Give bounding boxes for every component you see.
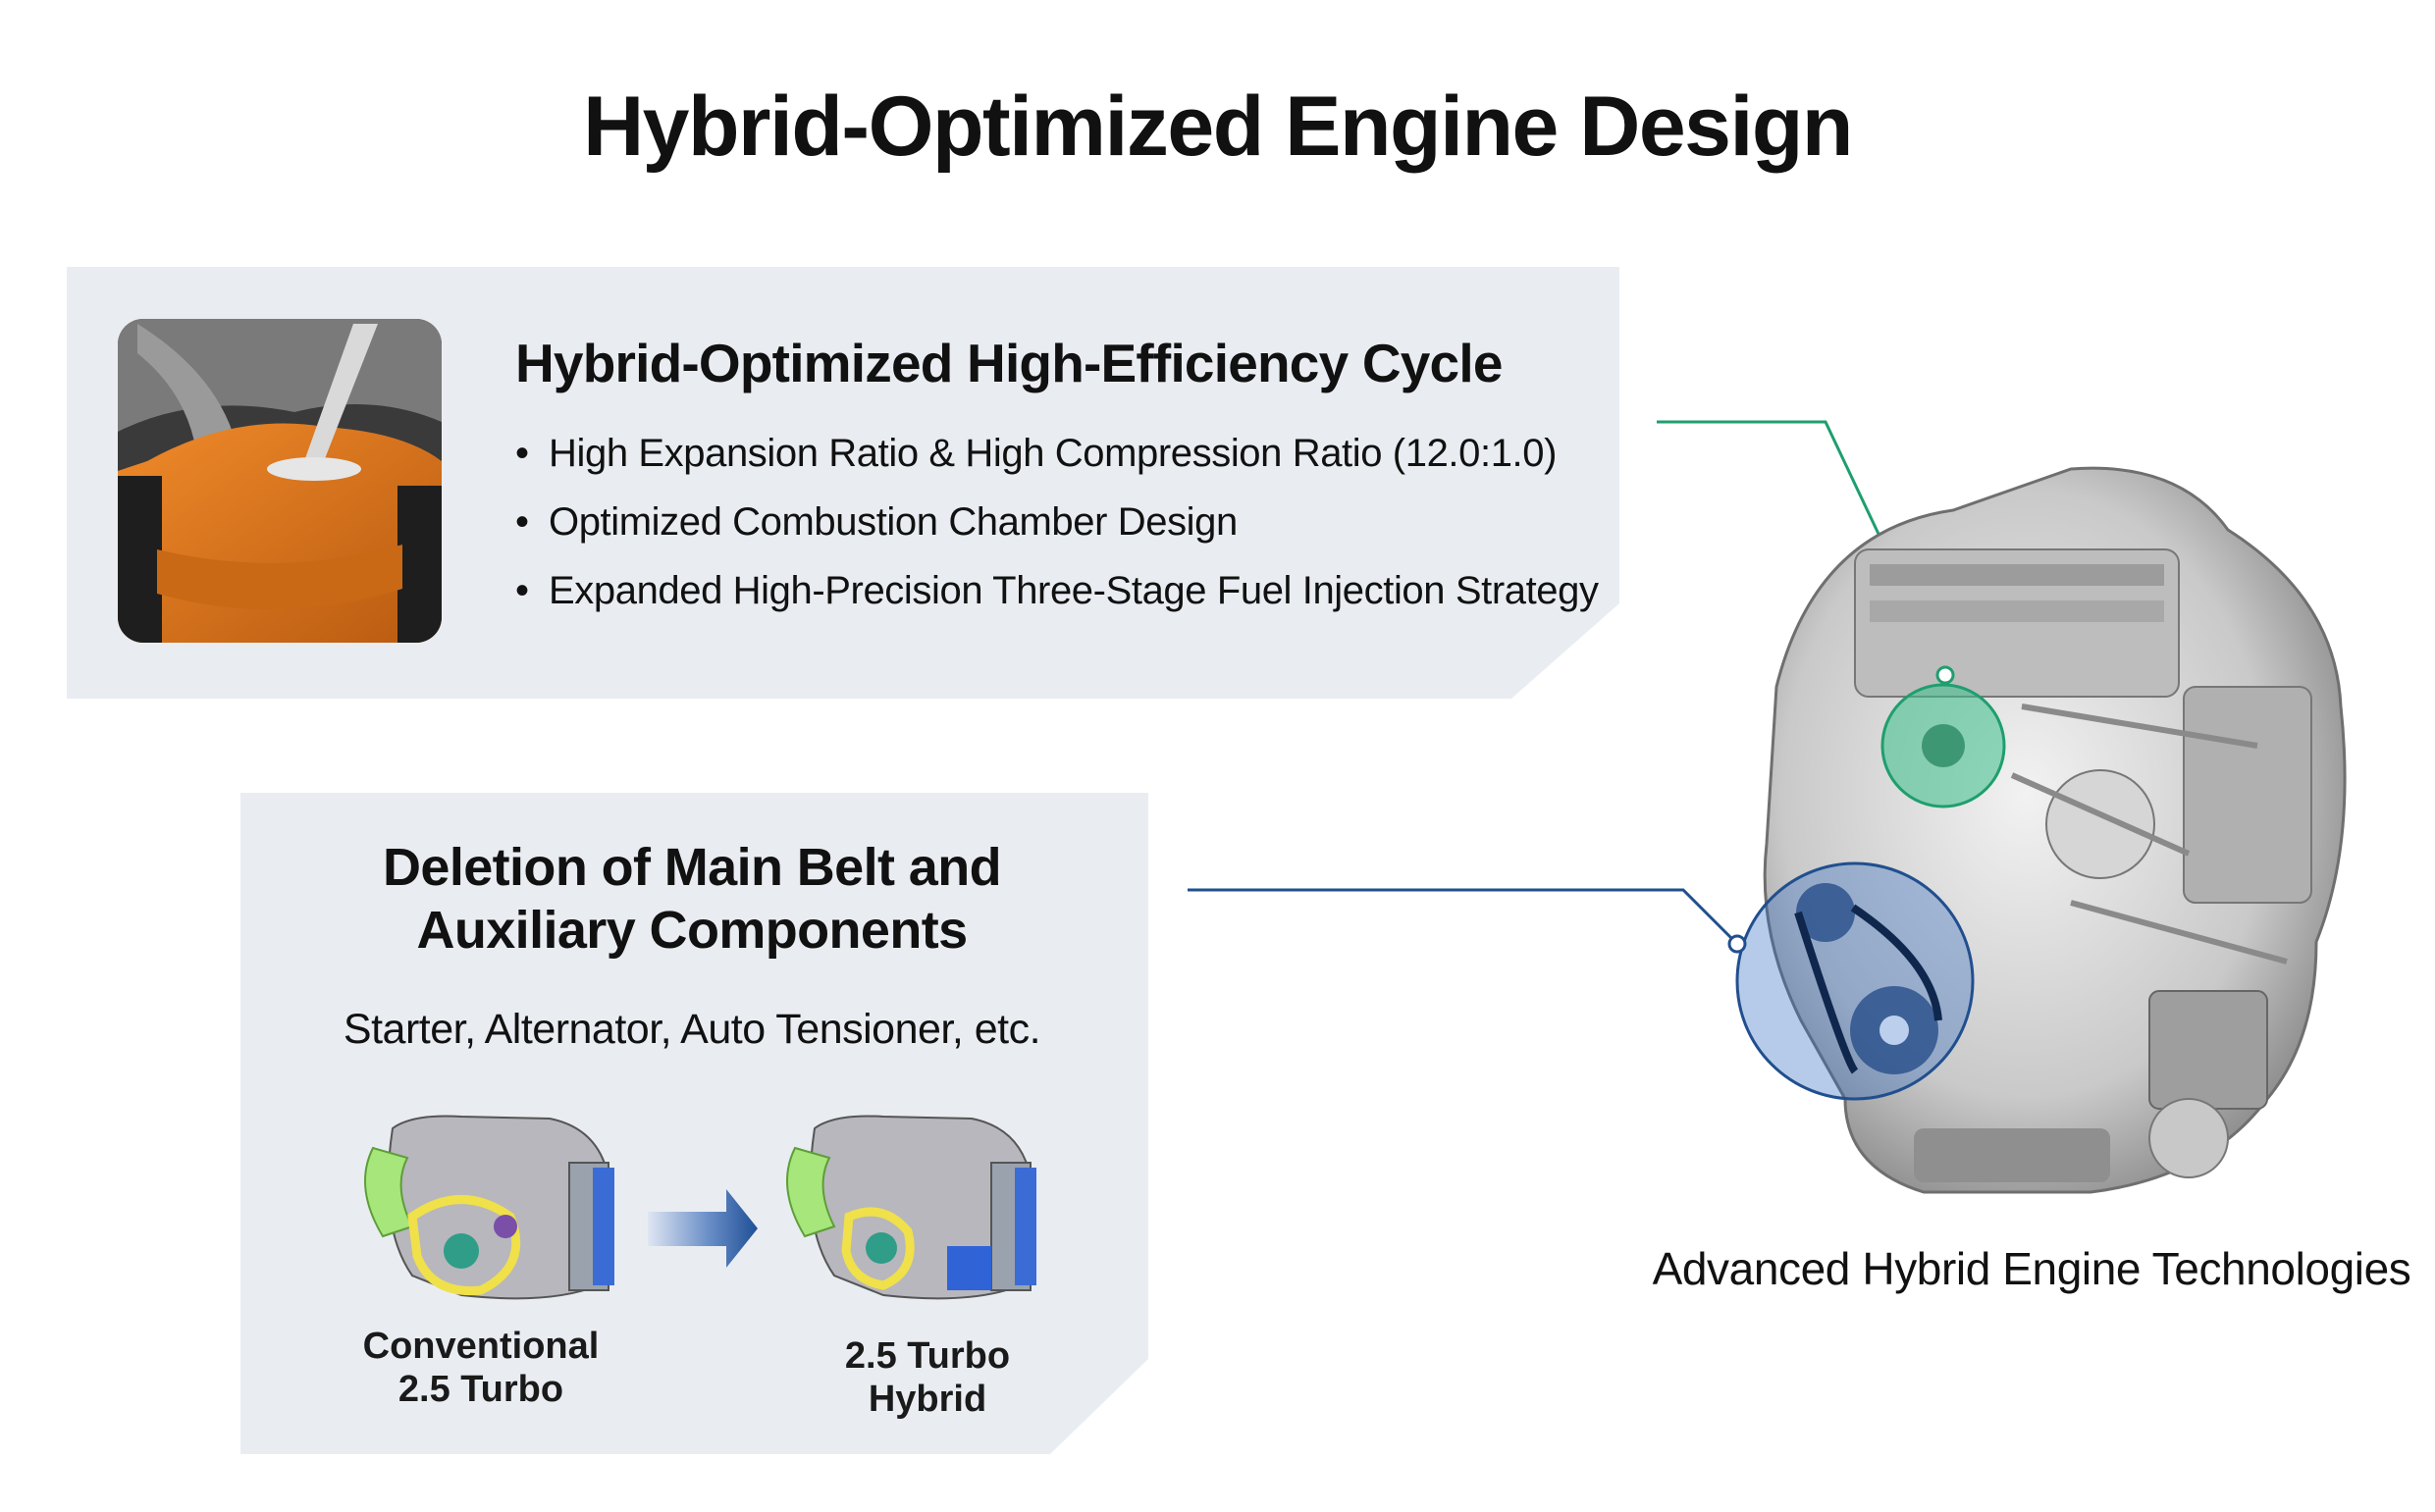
engine-caption: Advanced Hybrid Engine Technologies	[1652, 1243, 2411, 1294]
cycle-heading: Hybrid-Optimized High-Efficiency Cycle	[515, 333, 1503, 393]
combustion-chamber-image	[118, 319, 442, 643]
hybrid-caption: 2.5 Turbo Hybrid	[785, 1334, 1070, 1421]
belt-heading-line1: Deletion of Main Belt and	[382, 838, 1002, 897]
cycle-bullet: Optimized Combustion Chamber Design	[515, 498, 1599, 567]
belt-heading: Deletion of Main Belt and Auxiliary Comp…	[240, 836, 1143, 962]
conventional-caption-line1: Conventional	[362, 1326, 600, 1367]
cycle-bullet-list: High Expansion Ratio & High Compression …	[515, 430, 1599, 636]
engine-illustration	[1727, 466, 2347, 1194]
conventional-caption: Conventional 2.5 Turbo	[339, 1325, 623, 1411]
blue-highlight-circle	[1735, 861, 1975, 1101]
blue-connector-line	[1188, 888, 1739, 946]
hybrid-engine-image	[786, 1115, 1036, 1300]
belt-heading-line2: Auxiliary Components	[416, 901, 968, 960]
belt-subtitle: Starter, Alternator, Auto Tensioner, etc…	[343, 1006, 1041, 1053]
cycle-bullet: High Expansion Ratio & High Compression …	[515, 430, 1599, 498]
conventional-engine-image	[364, 1115, 614, 1300]
hybrid-caption-line1: 2.5 Turbo	[844, 1335, 1011, 1377]
conventional-caption-line2: 2.5 Turbo	[397, 1369, 564, 1410]
page-title: Hybrid-Optimized Engine Design	[583, 79, 1853, 174]
cycle-bullet: Expanded High-Precision Three-Stage Fuel…	[515, 567, 1599, 636]
transition-arrow	[648, 1189, 758, 1268]
hybrid-caption-line2: Hybrid	[868, 1379, 987, 1420]
